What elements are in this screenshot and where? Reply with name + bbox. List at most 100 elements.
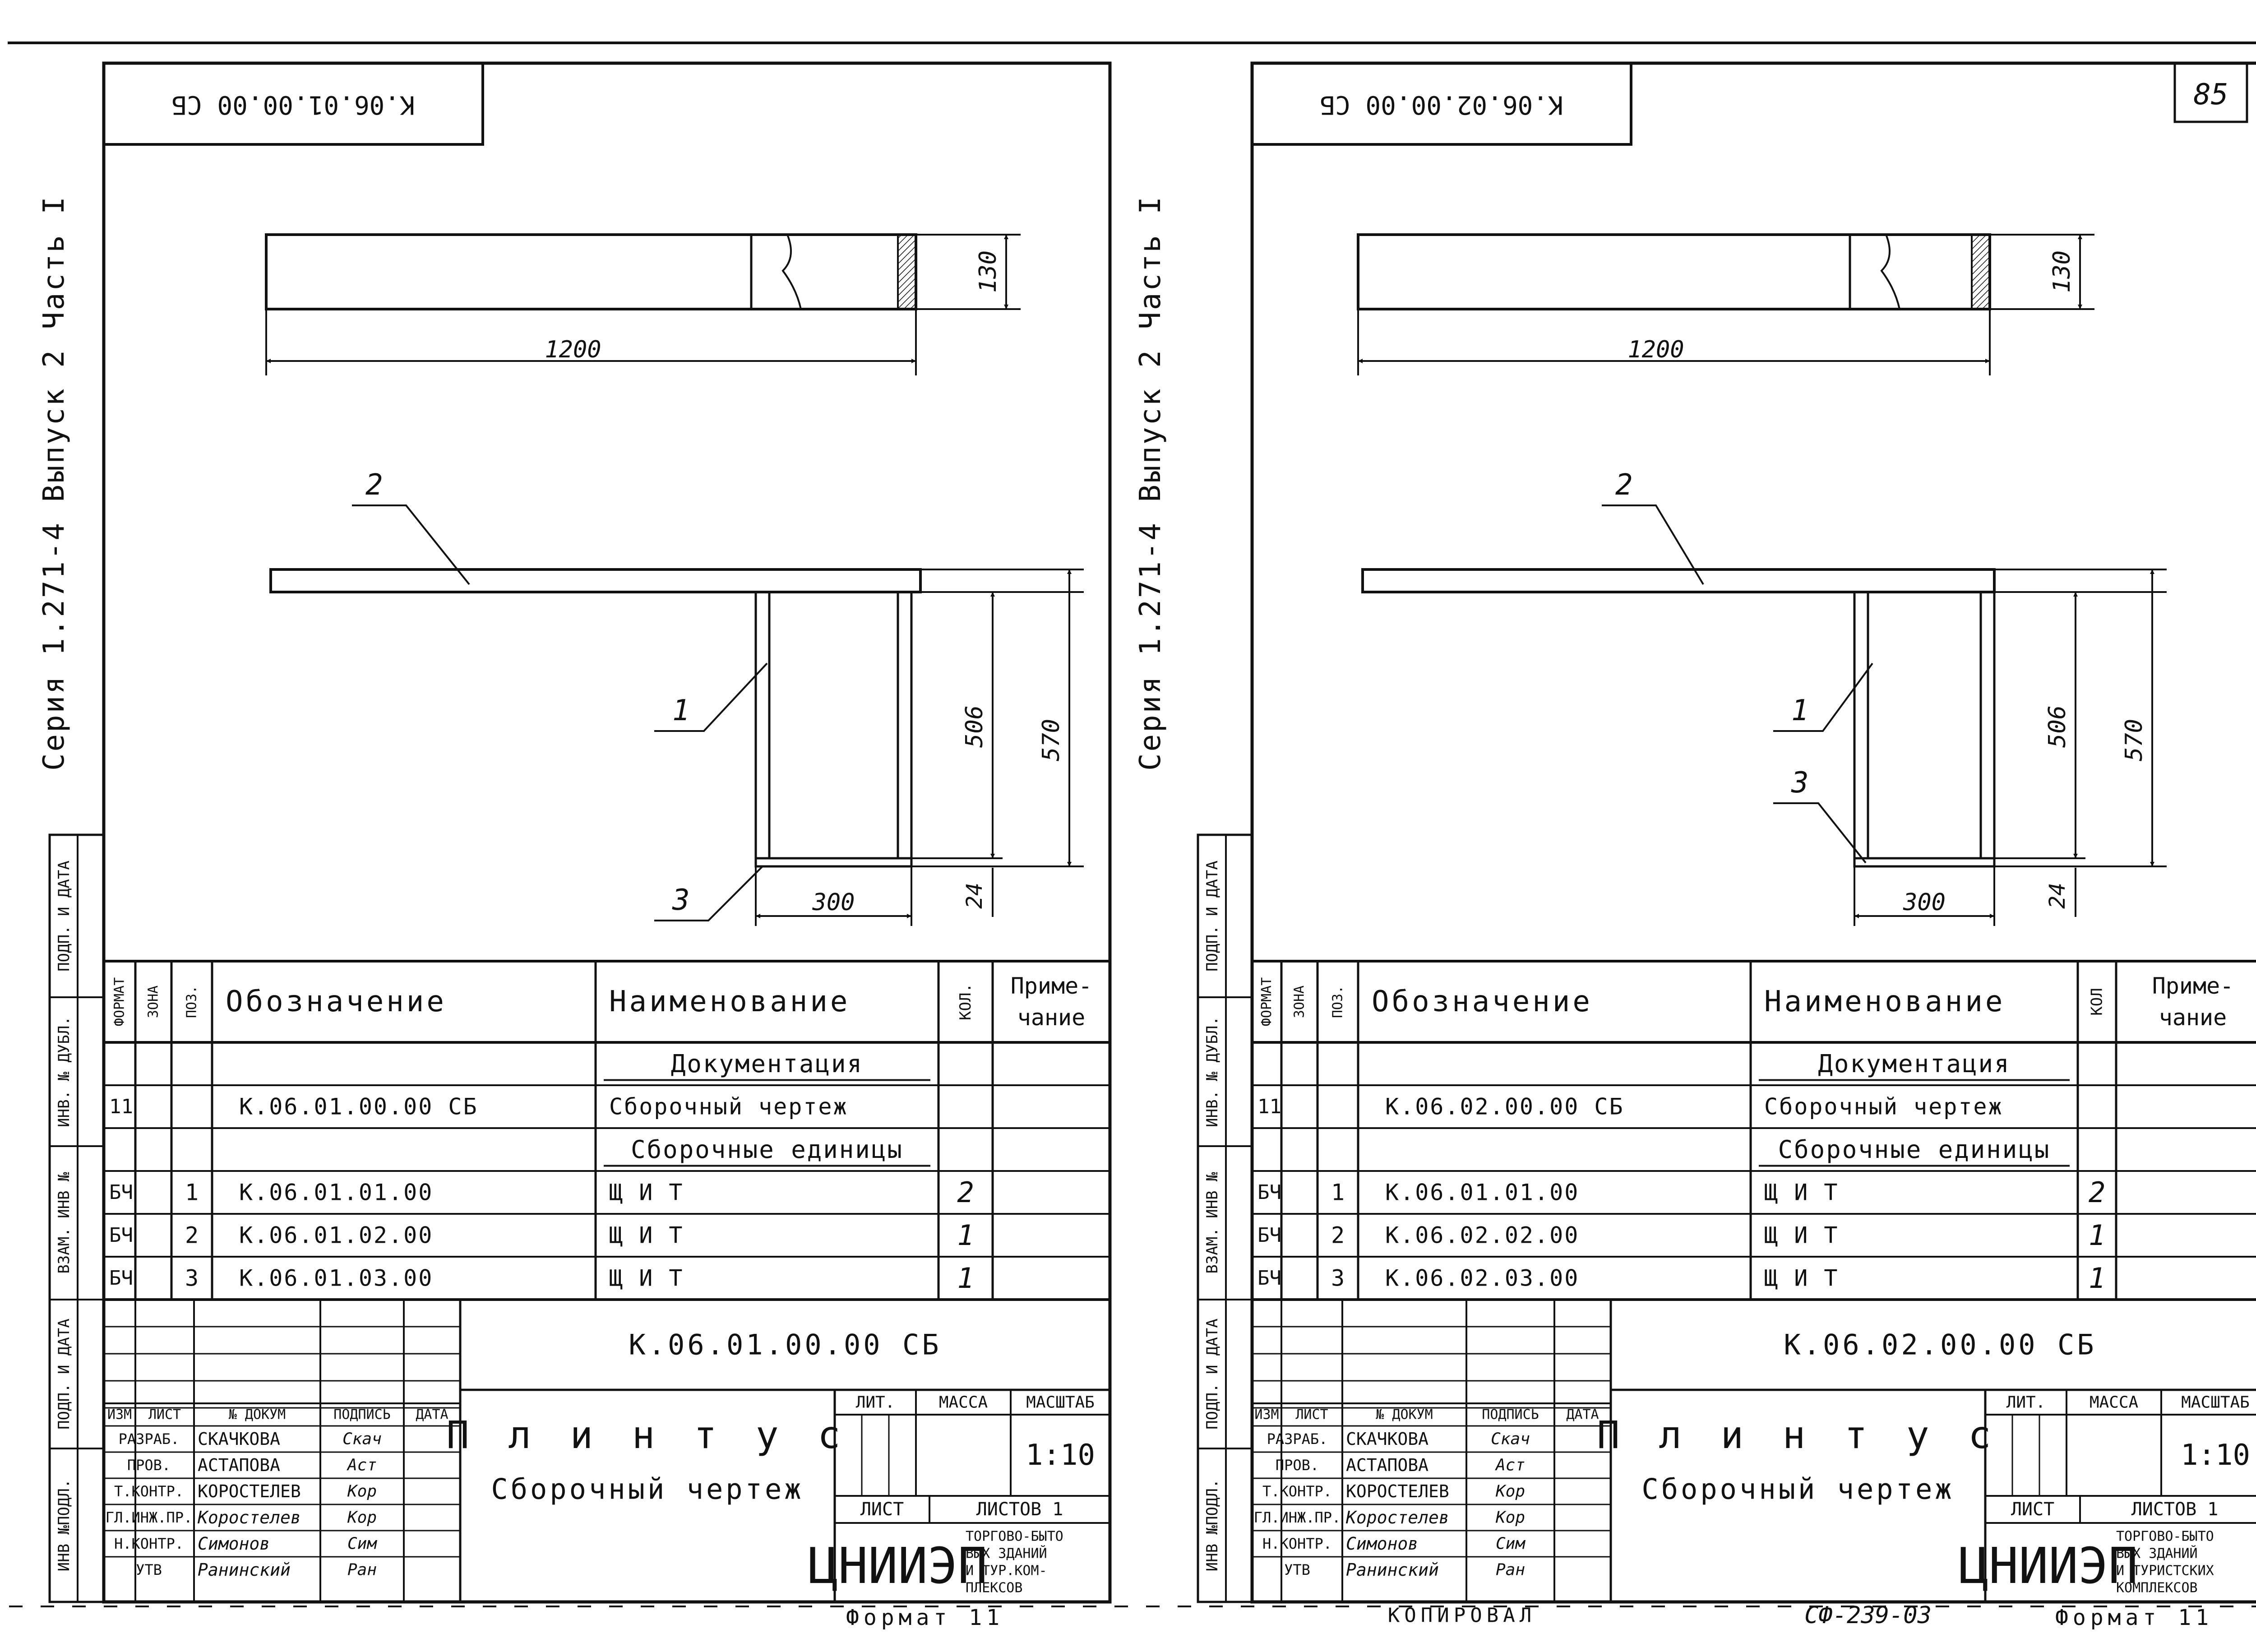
org-description: ТОРГОВО-БЫТО <box>966 1529 1063 1545</box>
leader-pos-1 <box>654 662 768 732</box>
top-code-text: К.06.02.00.00 СБ <box>1320 90 1563 120</box>
top-code-box <box>102 62 484 146</box>
stamp-role: Т.КОНТР. <box>114 1483 184 1500</box>
dim-width-label: 300 <box>812 889 855 916</box>
lit-label: ЛИТ. <box>2006 1393 2046 1412</box>
shelf-board <box>269 568 922 593</box>
stamp-person-name: КОРОСТЕЛЕВ <box>1346 1481 1449 1501</box>
org-description: КОМПЛЕКСОВ <box>2116 1580 2198 1596</box>
title-name: П л и н т у с <box>446 1413 848 1457</box>
stamp-header-label: ЛИСТ <box>1295 1407 1328 1423</box>
stamp-signature: Сим <box>1496 1535 1526 1553</box>
title-code: К.06.02.00.00 СБ <box>1784 1328 2096 1361</box>
spec-cell-qty: 1 <box>957 1262 974 1295</box>
stamp-header-label: ПОДПИСЬ <box>333 1407 390 1423</box>
org-description: ТОРГОВО-БЫТО <box>2116 1529 2214 1545</box>
spec-cell-name: Щ И Т <box>1764 1265 1839 1291</box>
side-stamp-label: ИНВ №ПОДЛ. <box>1203 1479 1221 1572</box>
spec-cell-name: Сборочный чертеж <box>609 1094 848 1120</box>
spec-cell-qty: 2 <box>2089 1176 2105 1209</box>
spec-cell-name: Щ И Т <box>609 1180 684 1206</box>
stamp-role: ГЛ.ИНЖ.ПР. <box>106 1509 193 1526</box>
scale-value: 1:10 <box>2181 1439 2250 1472</box>
stamp-header-label: ИЗМ <box>1254 1407 1279 1423</box>
dim-inner-label: 506 <box>961 705 988 748</box>
page-number-box <box>2173 62 2248 123</box>
spec-header-qty: КОЛ <box>2088 988 2106 1015</box>
spec-cell-pos: 2 <box>185 1222 199 1249</box>
format-label: Формат 11 <box>2055 1605 2213 1630</box>
stamp-person-name: Коростелев <box>197 1508 301 1527</box>
spec-cell-format: 11 <box>109 1095 133 1118</box>
spec-cell-format: БЧ <box>109 1224 133 1247</box>
lit-label: ЛИТ. <box>856 1393 895 1412</box>
spec-header-pos: ПОЗ. <box>1330 986 1346 1018</box>
spec-header-note: Приме- <box>1011 973 1092 999</box>
side-stamp-label: ВЗАМ. ИНВ № <box>1203 1172 1221 1274</box>
spec-cell-pos: 3 <box>185 1265 199 1291</box>
spec-header-note: чание <box>1017 1004 1086 1031</box>
leader-pos-2 <box>352 504 470 585</box>
top-view-hatched-end <box>1971 234 1991 310</box>
position-label-2: 2 <box>365 468 383 502</box>
drawing-border <box>102 61 1112 1604</box>
org-description: ПЛЕКСОВ <box>966 1580 1022 1596</box>
stamp-role: РАЗРАБ. <box>1267 1430 1328 1448</box>
position-label-1: 1 <box>672 694 690 727</box>
spec-cell-designation: К.06.01.01.00 <box>1385 1180 1579 1206</box>
base-plate <box>1853 857 1996 868</box>
shelf-board <box>1361 568 1996 593</box>
stamp-person-name: Ранинский <box>198 1560 291 1580</box>
side-stamp-label: ПОДП. И ДАТА <box>1203 861 1221 972</box>
stamp-signature: Ран <box>347 1561 377 1579</box>
list-label: ЛИСТ <box>2011 1499 2054 1520</box>
spec-cell-designation: К.06.02.03.00 <box>1385 1265 1579 1291</box>
spec-cell-designation: К.06.01.00.00 СБ <box>239 1094 478 1120</box>
spec-cell-qty: 2 <box>957 1176 974 1209</box>
org-description: И ТУРИСТСКИХ <box>2116 1563 2214 1579</box>
page-number: 85 <box>2193 78 2228 111</box>
lists-label: ЛИСТОВ 1 <box>976 1499 1063 1520</box>
position-label-3: 3 <box>1791 766 1809 800</box>
spec-header-pos: ПОЗ. <box>184 986 200 1018</box>
side-stamp-label: ИНВ. № ДУБЛ. <box>55 1016 73 1127</box>
title-name: П л и н т у с <box>1597 1413 1999 1457</box>
spec-cell-format: БЧ <box>1257 1181 1281 1204</box>
spec-header-format: ФОРМАТ <box>1259 977 1275 1026</box>
spec-cell-name: Документация <box>671 1050 863 1078</box>
spec-cell-format: БЧ <box>1257 1267 1281 1290</box>
stamp-person-name: АСТАПОВА <box>198 1455 280 1475</box>
lists-label: ЛИСТОВ 1 <box>2131 1499 2219 1520</box>
scale-value: 1:10 <box>1026 1439 1095 1472</box>
top-code-text: К.06.01.00.00 СБ <box>171 90 415 120</box>
spec-cell-name: Щ И Т <box>609 1265 684 1291</box>
spec-header-designation: Обозначение <box>1372 985 1593 1018</box>
stamp-role: УТВ <box>136 1561 162 1578</box>
stamp-signature: Сим <box>347 1535 377 1553</box>
spec-cell-format: 11 <box>1257 1095 1281 1118</box>
spec-cell-qty: 1 <box>957 1219 974 1252</box>
drawing-border <box>1250 61 2256 1604</box>
position-label-2: 2 <box>1615 468 1633 502</box>
top-view-hatched-end <box>897 234 917 310</box>
break-curve <box>781 234 802 310</box>
stamp-role: Н.КОНТР. <box>1262 1535 1332 1552</box>
stamp-signature: Ран <box>1496 1561 1525 1579</box>
spec-cell-name: Сборочные единицы <box>631 1135 903 1164</box>
stamp-person-name: СКАЧКОВА <box>1346 1429 1428 1449</box>
spec-cell-designation: К.06.01.02.00 <box>239 1222 433 1249</box>
title-subtitle: Сборочный чертеж <box>1641 1473 1954 1506</box>
stamp-signature: Кор <box>347 1482 377 1501</box>
spec-cell-designation: К.06.02.00.00 СБ <box>1385 1094 1624 1120</box>
spec-cell-name: Документация <box>1818 1050 2010 1078</box>
side-stamp-label: ИНВ. № ДУБЛ. <box>1203 1016 1221 1127</box>
spec-cell-name: Щ И Т <box>609 1222 684 1249</box>
stamp-signature: Кор <box>1495 1482 1525 1501</box>
spec-header-zone: ЗОНА <box>146 986 162 1018</box>
spec-header-designation: Обозначение <box>226 985 447 1018</box>
title-subtitle: Сборочный чертеж <box>491 1473 804 1506</box>
spec-cell-format: БЧ <box>109 1267 133 1290</box>
dim-length-label: 1200 <box>545 336 601 363</box>
